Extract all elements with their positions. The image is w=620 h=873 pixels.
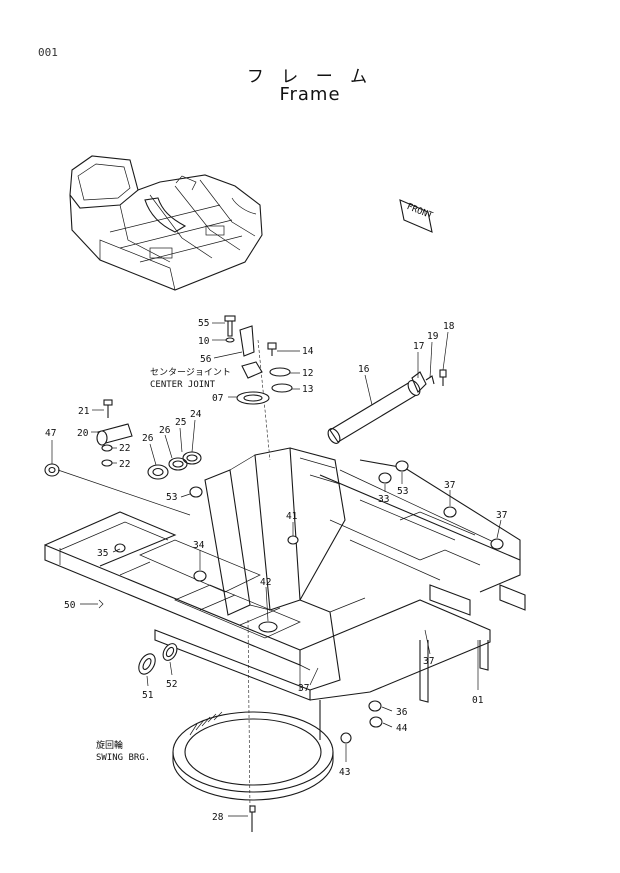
callout-44: 44: [396, 723, 408, 734]
callout-17: 17: [413, 341, 424, 352]
callout-43: 43: [339, 767, 350, 778]
callout-53-right: 53: [397, 486, 408, 497]
callout-55: 55: [198, 318, 209, 329]
callout-20: 20: [77, 428, 89, 439]
callout-35: 35: [97, 548, 108, 559]
callout-26-right: 26: [159, 425, 171, 436]
callout-53-left: 53: [166, 492, 177, 503]
callout-36: 36: [396, 707, 408, 718]
front-label: FRONT: [405, 202, 434, 222]
callout-24: 24: [190, 409, 202, 420]
grommet-parts: [98, 460, 504, 744]
page-number: 001: [38, 46, 58, 59]
callout-07: 07: [212, 393, 223, 404]
callout-18: 18: [443, 321, 455, 332]
callout-numbers: 55 10 56 14 12 13 07 16 17 19 18 21 20 2…: [45, 318, 507, 823]
callout-37-lower: 37: [298, 683, 309, 694]
callout-50: 50: [64, 600, 76, 611]
callout-33: 33: [378, 494, 389, 505]
callout-28: 28: [212, 812, 224, 823]
leader-lines: [51, 322, 502, 817]
callout-14: 14: [302, 346, 314, 357]
center-joint-label-en: CENTER JOINT: [150, 380, 216, 390]
callout-47: 47: [45, 428, 56, 439]
callout-25: 25: [175, 417, 186, 428]
callout-56: 56: [200, 354, 212, 365]
main-frame: [44, 339, 526, 811]
swing-bearing-label-en: SWING BRG.: [96, 753, 150, 763]
callout-37-middle: 37: [423, 656, 434, 667]
callout-13: 13: [302, 384, 313, 395]
callout-16: 16: [358, 364, 370, 375]
callout-26-left: 26: [142, 433, 154, 444]
callout-51: 51: [142, 690, 154, 701]
swing-bearing: [172, 711, 334, 832]
callout-10: 10: [198, 336, 210, 347]
callout-01: 01: [472, 695, 484, 706]
callout-12: 12: [302, 368, 313, 379]
swing-bearing-label-jp: 旋回輪: [96, 739, 123, 751]
callout-42: 42: [260, 577, 271, 588]
callout-37-right: 37: [496, 510, 507, 521]
title-japanese: フ レ ー ム: [246, 67, 374, 87]
annotation-notes: センタージョイント CENTER JOINT 旋回輪 SWING BRG.: [96, 367, 231, 763]
callout-41: 41: [286, 511, 298, 522]
pipe-and-bracket-parts: [327, 369, 447, 444]
callout-22-upper: 22: [119, 443, 130, 454]
front-direction-tag: FRONT: [399, 199, 435, 233]
callout-22-lower: 22: [119, 459, 130, 470]
callout-21: 21: [78, 406, 90, 417]
callout-37-upper: 37: [444, 480, 455, 491]
center-joint-label-jp: センタージョイント: [150, 367, 231, 378]
title-english: Frame: [279, 84, 341, 105]
callout-52: 52: [166, 679, 177, 690]
callout-19: 19: [427, 331, 439, 342]
callout-34: 34: [193, 540, 205, 551]
center-joint-parts: [224, 315, 293, 405]
excavator-overview-sketch: [69, 155, 263, 291]
